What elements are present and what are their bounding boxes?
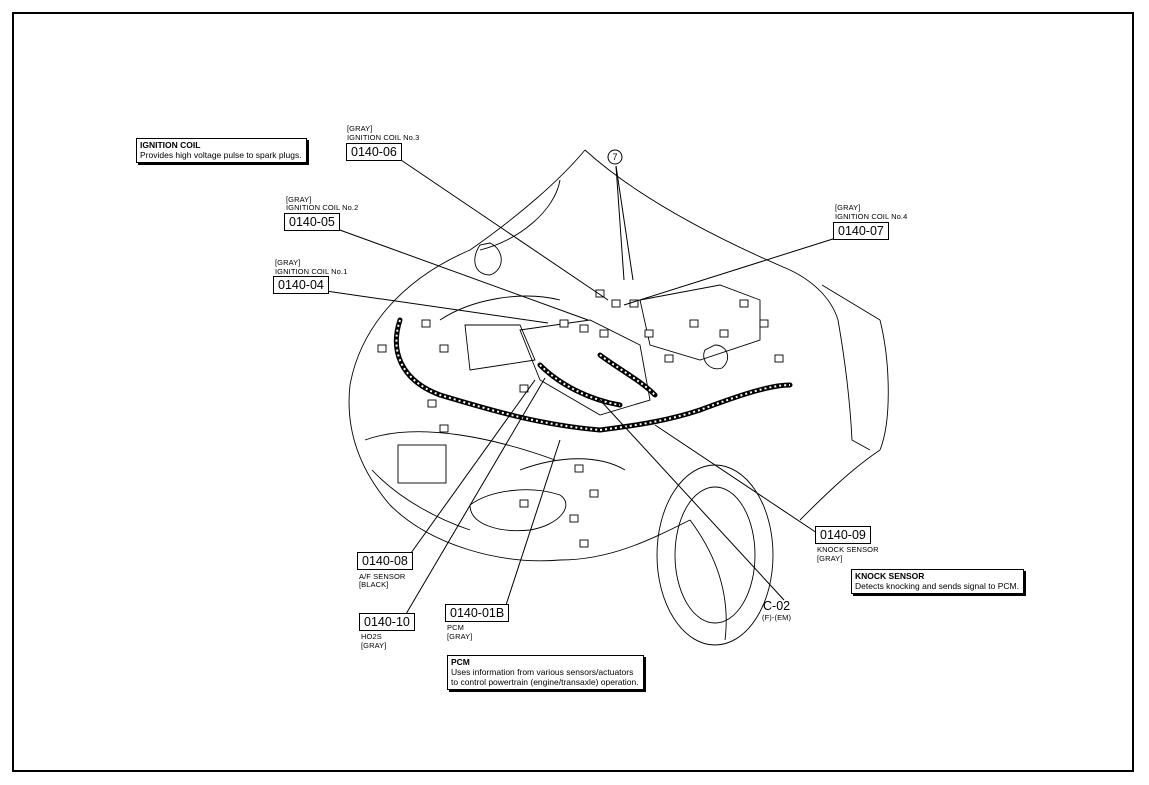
callout-0140-08-code: 0140-08 <box>357 552 413 570</box>
windshield-base <box>821 284 881 321</box>
callout-0140-07-name: IGNITION COIL No.4 <box>835 212 908 221</box>
callout-0140-07-color: [GRAY] <box>835 203 861 212</box>
callout-0140-05-color: [GRAY] <box>286 195 312 204</box>
a-pillar <box>879 319 889 451</box>
info-box-ignition-coil-line: Provides high voltage pulse to spark plu… <box>140 150 302 160</box>
engine-block <box>519 319 651 416</box>
intake-manifold <box>639 284 761 361</box>
ground-marker-label: 7 <box>612 152 618 162</box>
harness-right <box>597 382 793 433</box>
callout-0140-10-color: [GRAY] <box>361 641 387 650</box>
hood-edge-right <box>584 149 839 321</box>
door-line <box>799 449 881 521</box>
strut-tower <box>439 295 561 321</box>
callout-0140-10-code: 0140-10 <box>359 613 415 631</box>
front-wheel-inner <box>674 486 756 624</box>
callout-0140-09-name: KNOCK SENSOR <box>817 545 879 554</box>
callout-0140-04-code: 0140-04 <box>273 276 329 294</box>
callout-0140-09-color: [GRAY] <box>817 554 843 563</box>
cap <box>703 344 729 370</box>
callout-0140-10-name: HO2S <box>361 632 382 641</box>
info-box-knock-sensor-line: Detects knocking and sends signal to PCM… <box>855 581 1019 591</box>
info-box-ignition-coil-title: IGNITION COIL <box>140 140 201 150</box>
diagram-frame <box>12 12 1134 772</box>
connector-c02-code: C-02 <box>763 599 791 613</box>
harness-branch <box>537 362 623 408</box>
bumper-crease <box>519 458 626 471</box>
license-plate <box>397 444 447 484</box>
callout-0140-05-code: 0140-05 <box>284 213 340 231</box>
info-box-knock-sensor: KNOCK SENSOR Detects knocking and sends … <box>851 569 1024 594</box>
hood-edge-left <box>349 149 586 386</box>
callout-0140-01b-name: PCM <box>447 623 464 632</box>
leader-lines <box>325 157 837 615</box>
grille-line <box>371 469 471 531</box>
headlamp-edge <box>364 431 556 461</box>
info-box-pcm: PCM Uses information from various sensor… <box>447 655 644 690</box>
callout-0140-04-color: [GRAY] <box>275 258 301 267</box>
callout-0140-05-name: IGNITION COIL No.2 <box>286 203 359 212</box>
battery <box>464 324 536 371</box>
info-box-pcm-line-1: Uses information from various sensors/ac… <box>451 667 634 677</box>
info-box-ignition-coil: IGNITION COIL Provides high voltage puls… <box>136 138 307 163</box>
harness-connectors <box>377 289 784 548</box>
callout-0140-04-name: IGNITION COIL No.1 <box>275 267 348 276</box>
fog-lamp-left <box>469 489 567 532</box>
info-box-pcm-line-2: to control powertrain (engine/transaxle)… <box>451 677 639 687</box>
bumper-lower <box>559 519 691 561</box>
bumper-front <box>348 384 561 562</box>
callout-0140-01b-code: 0140-01B <box>445 604 510 622</box>
callout-0140-08-color: [BLACK] <box>359 580 389 589</box>
ground-marker-circle <box>607 149 623 165</box>
info-box-pcm-title: PCM <box>451 657 470 667</box>
callout-0140-01b-color: [GRAY] <box>447 632 473 641</box>
callout-0140-06-code: 0140-06 <box>346 143 402 161</box>
callout-0140-07-code: 0140-07 <box>833 222 889 240</box>
fender-right <box>837 319 871 451</box>
harness-main <box>393 317 603 433</box>
connector-c02-sub: (F)-(EM) <box>762 613 792 622</box>
callout-0140-08-name: A/F SENSOR <box>359 572 406 581</box>
hood-strut <box>479 179 561 251</box>
reservoir <box>474 242 502 276</box>
fender-front <box>689 519 727 641</box>
info-box-knock-sensor-title: KNOCK SENSOR <box>855 571 925 581</box>
callout-0140-09-code: 0140-09 <box>815 526 871 544</box>
callout-0140-06-color: [GRAY] <box>347 124 373 133</box>
callout-0140-06-name: IGNITION COIL No.3 <box>347 133 420 142</box>
